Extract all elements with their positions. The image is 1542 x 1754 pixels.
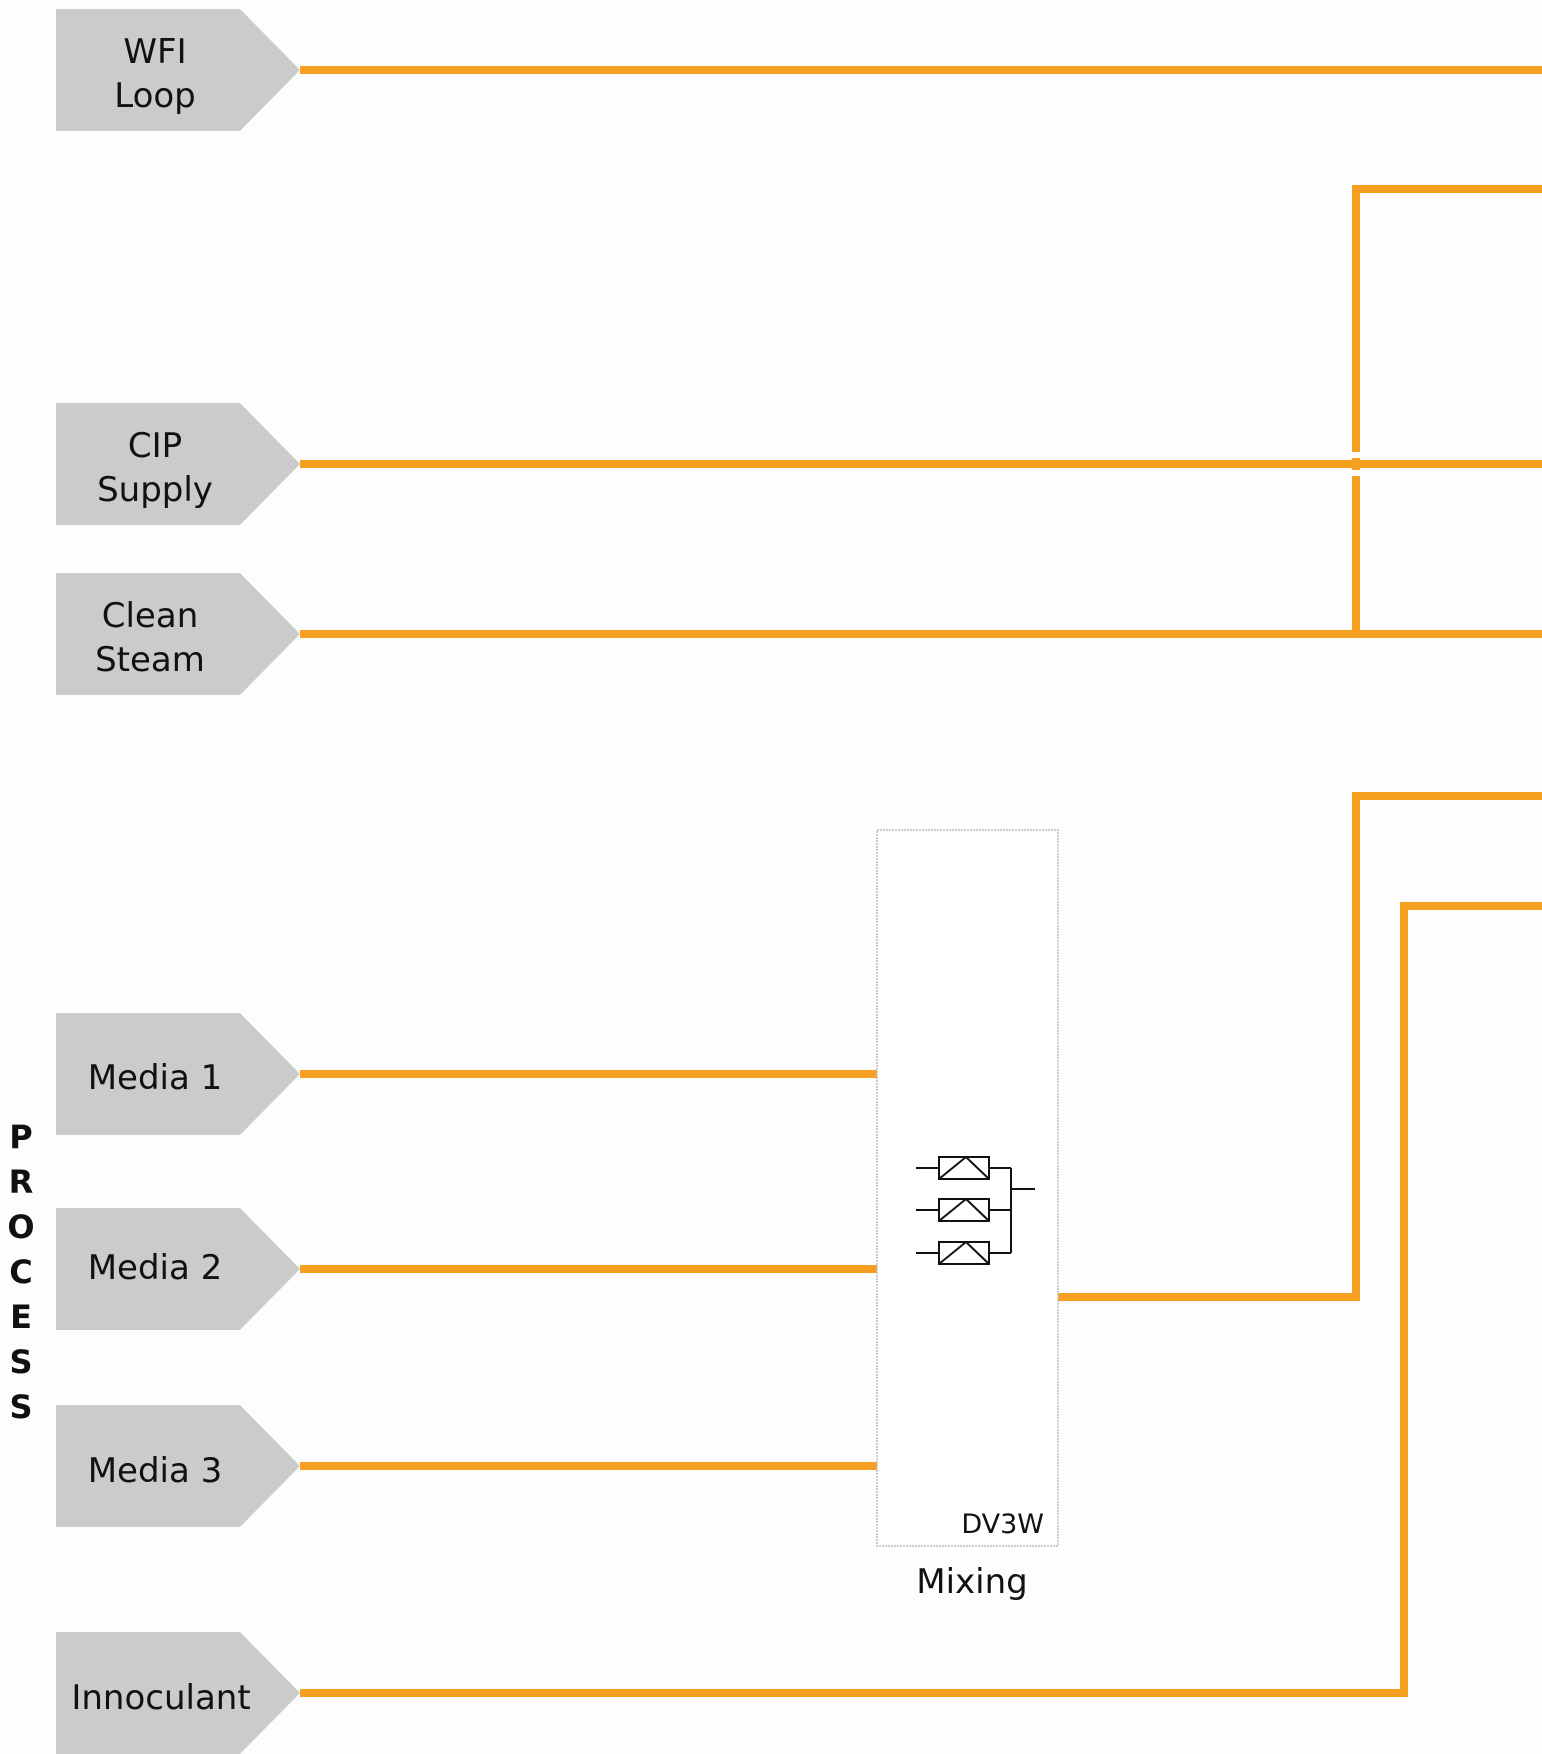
side-letter: E [10, 1298, 32, 1336]
media-3-tag [56, 1405, 300, 1527]
cip-supply-label-line1: CIP [128, 426, 182, 466]
side-letter: R [9, 1163, 34, 1201]
side-letter: O [7, 1208, 34, 1246]
media-2-label: Media 2 [88, 1248, 223, 1288]
mixing-outlet-pipe [1058, 792, 1542, 1301]
pipe-lines [300, 66, 1542, 1697]
pipe-crossing-gap-lower [1350, 470, 1362, 476]
mixing-caption: Mixing [916, 1562, 1027, 1602]
innoculant-tag [56, 1632, 300, 1754]
clean-steam-tag [56, 573, 300, 695]
side-letter: S [9, 1343, 32, 1381]
side-letter: P [9, 1118, 32, 1156]
wfi-loop-tag [56, 9, 300, 131]
innoculant-pipe [300, 902, 1542, 1697]
three-way-valve-icon [916, 1156, 1035, 1265]
clean-steam-label-line1: Clean [102, 596, 199, 636]
process-side-label: P R O C E S S [7, 1118, 34, 1426]
cip-supply-tag [56, 403, 300, 525]
media-2-tag [56, 1208, 300, 1330]
media-3-label: Media 3 [88, 1451, 223, 1491]
innoculant-label: Innoculant [71, 1678, 250, 1718]
wfi-loop-label-line2: Loop [114, 76, 196, 116]
side-letter: C [9, 1253, 32, 1291]
clean-steam-label-line2: Steam [95, 640, 205, 680]
steam-branch-pipe [1352, 185, 1542, 633]
mixing-unit-code: DV3W [961, 1509, 1044, 1540]
side-letter: S [9, 1388, 32, 1426]
wfi-loop-label-line1: WFI [123, 32, 186, 72]
media-1-label: Media 1 [88, 1058, 223, 1098]
source-tags [56, 9, 300, 1754]
pipe-crossing-gap [1350, 452, 1362, 458]
cip-supply-label-line2: Supply [97, 470, 213, 510]
media-1-tag [56, 1013, 300, 1135]
